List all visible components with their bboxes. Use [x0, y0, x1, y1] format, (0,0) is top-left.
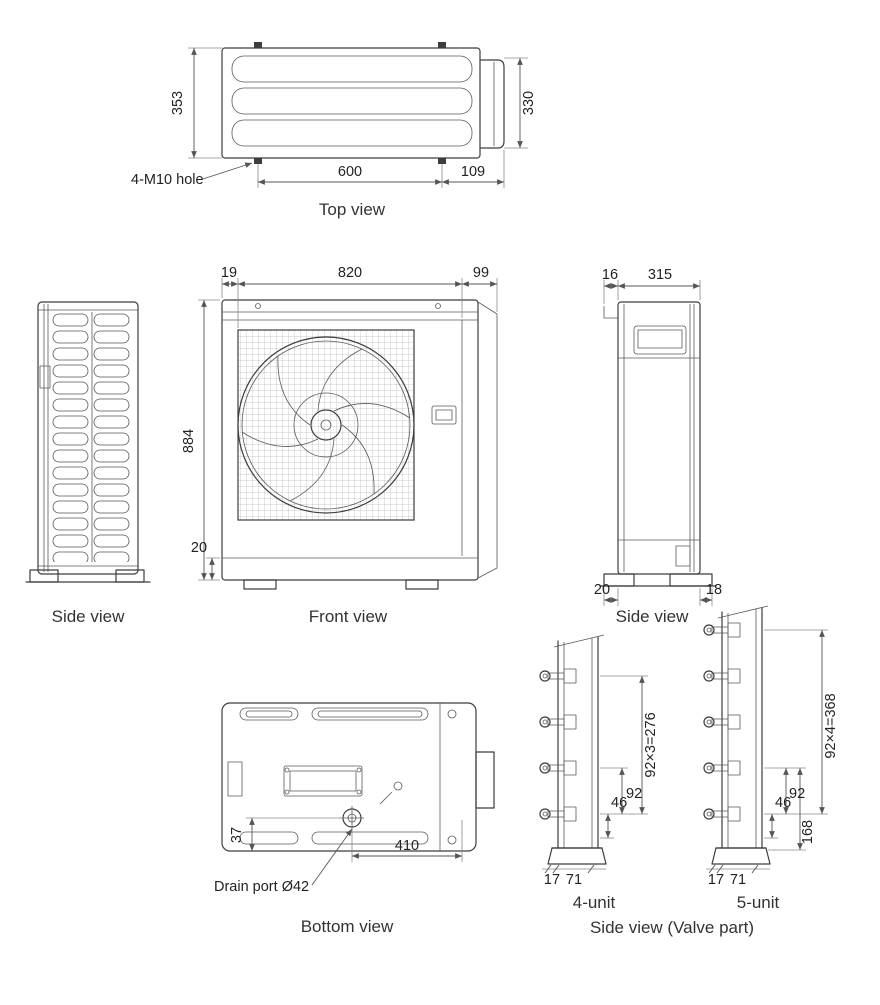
valve-fittings-5 [703, 622, 741, 822]
dim-side-foot-front: 20 [594, 582, 610, 598]
dim-4u-foot-a: 17 [544, 872, 560, 888]
valve-4unit-dimensions: 46 92 92×3=276 17 71 [542, 675, 659, 888]
valve-fittings-4 [539, 668, 577, 822]
dim-top-depth-left: 353 [170, 91, 186, 115]
dim-front-height: 884 [181, 429, 197, 453]
dim-5u-pitch: 92 [789, 786, 805, 802]
side-view-right-body [599, 301, 717, 587]
caption-side-view-right: Side view [616, 607, 689, 626]
dim-drain-span: 410 [395, 838, 419, 854]
dim-4u-lowest: 46 [611, 795, 627, 811]
dim-front-width: 820 [338, 265, 362, 281]
side-view-right: 16 315 20 18 Side view [594, 267, 722, 626]
bottom-view-body [221, 702, 495, 852]
caption-bottom-view: Bottom view [301, 917, 394, 936]
dim-top-right-offset: 109 [461, 164, 485, 180]
dim-side-depth: 315 [648, 267, 672, 283]
side-view-right-dimensions: 16 315 20 18 [594, 267, 722, 606]
valve-4unit-body [539, 634, 607, 865]
top-view-body [221, 42, 505, 164]
caption-4unit: 4-unit [573, 893, 616, 912]
front-view: 19 820 99 884 20 Front view [181, 265, 498, 626]
dim-top-depth-right: 330 [521, 91, 537, 115]
fan [237, 336, 415, 514]
dim-4u-total: 92×3=276 [643, 712, 659, 777]
dim-front-right-offset: 99 [473, 265, 489, 281]
caption-5unit: 5-unit [737, 893, 780, 912]
top-view-dimensions: 353 330 600 109 4-M10 hole [131, 47, 537, 188]
note-drain-port: Drain port Ø42 [214, 879, 309, 895]
dim-top-feet-span: 600 [338, 164, 362, 180]
dim-4u-pitch: 92 [626, 786, 642, 802]
dim-5u-foot-b: 71 [730, 872, 746, 888]
bottom-view-dimensions: 37 410 Drain port Ø42 [214, 817, 463, 895]
caption-side-view-left: Side view [52, 607, 125, 626]
valve-view-4unit: 46 92 92×3=276 17 71 4-unit [539, 634, 659, 912]
dim-front-base-height: 20 [191, 540, 207, 556]
bottom-view: 37 410 Drain port Ø42 Bottom view [214, 702, 495, 936]
side-view-left-body [25, 301, 151, 583]
dim-5u-lowest: 46 [775, 795, 791, 811]
valve-5unit-body [703, 605, 771, 865]
caption-top-view: Top view [319, 200, 386, 219]
dim-5u-foot-a: 17 [708, 872, 724, 888]
dim-side-foot-rear: 18 [706, 582, 722, 598]
dim-drain-from-edge: 37 [229, 827, 245, 843]
dim-5u-total: 92×4=368 [823, 693, 839, 758]
dim-4u-foot-b: 71 [566, 872, 582, 888]
top-view: 353 330 600 109 4-M10 hole Top view [131, 42, 537, 219]
caption-front-view: Front view [309, 607, 388, 626]
front-view-dimensions: 19 820 99 884 20 [181, 265, 498, 581]
dim-side-front-offset: 16 [602, 267, 618, 283]
caption-valve-part: Side view (Valve part) [590, 918, 754, 937]
note-m10-hole: 4-M10 hole [131, 172, 204, 188]
valve-5unit-dimensions: 46 92 168 92×4=368 17 71 [706, 629, 839, 888]
front-view-body [221, 299, 498, 590]
valve-view-5unit: 46 92 168 92×4=368 17 71 5-unit [703, 605, 839, 912]
dim-front-left-offset: 19 [221, 265, 237, 281]
dim-5u-lower-section: 168 [800, 820, 816, 844]
side-view-left: Side view [25, 301, 151, 626]
